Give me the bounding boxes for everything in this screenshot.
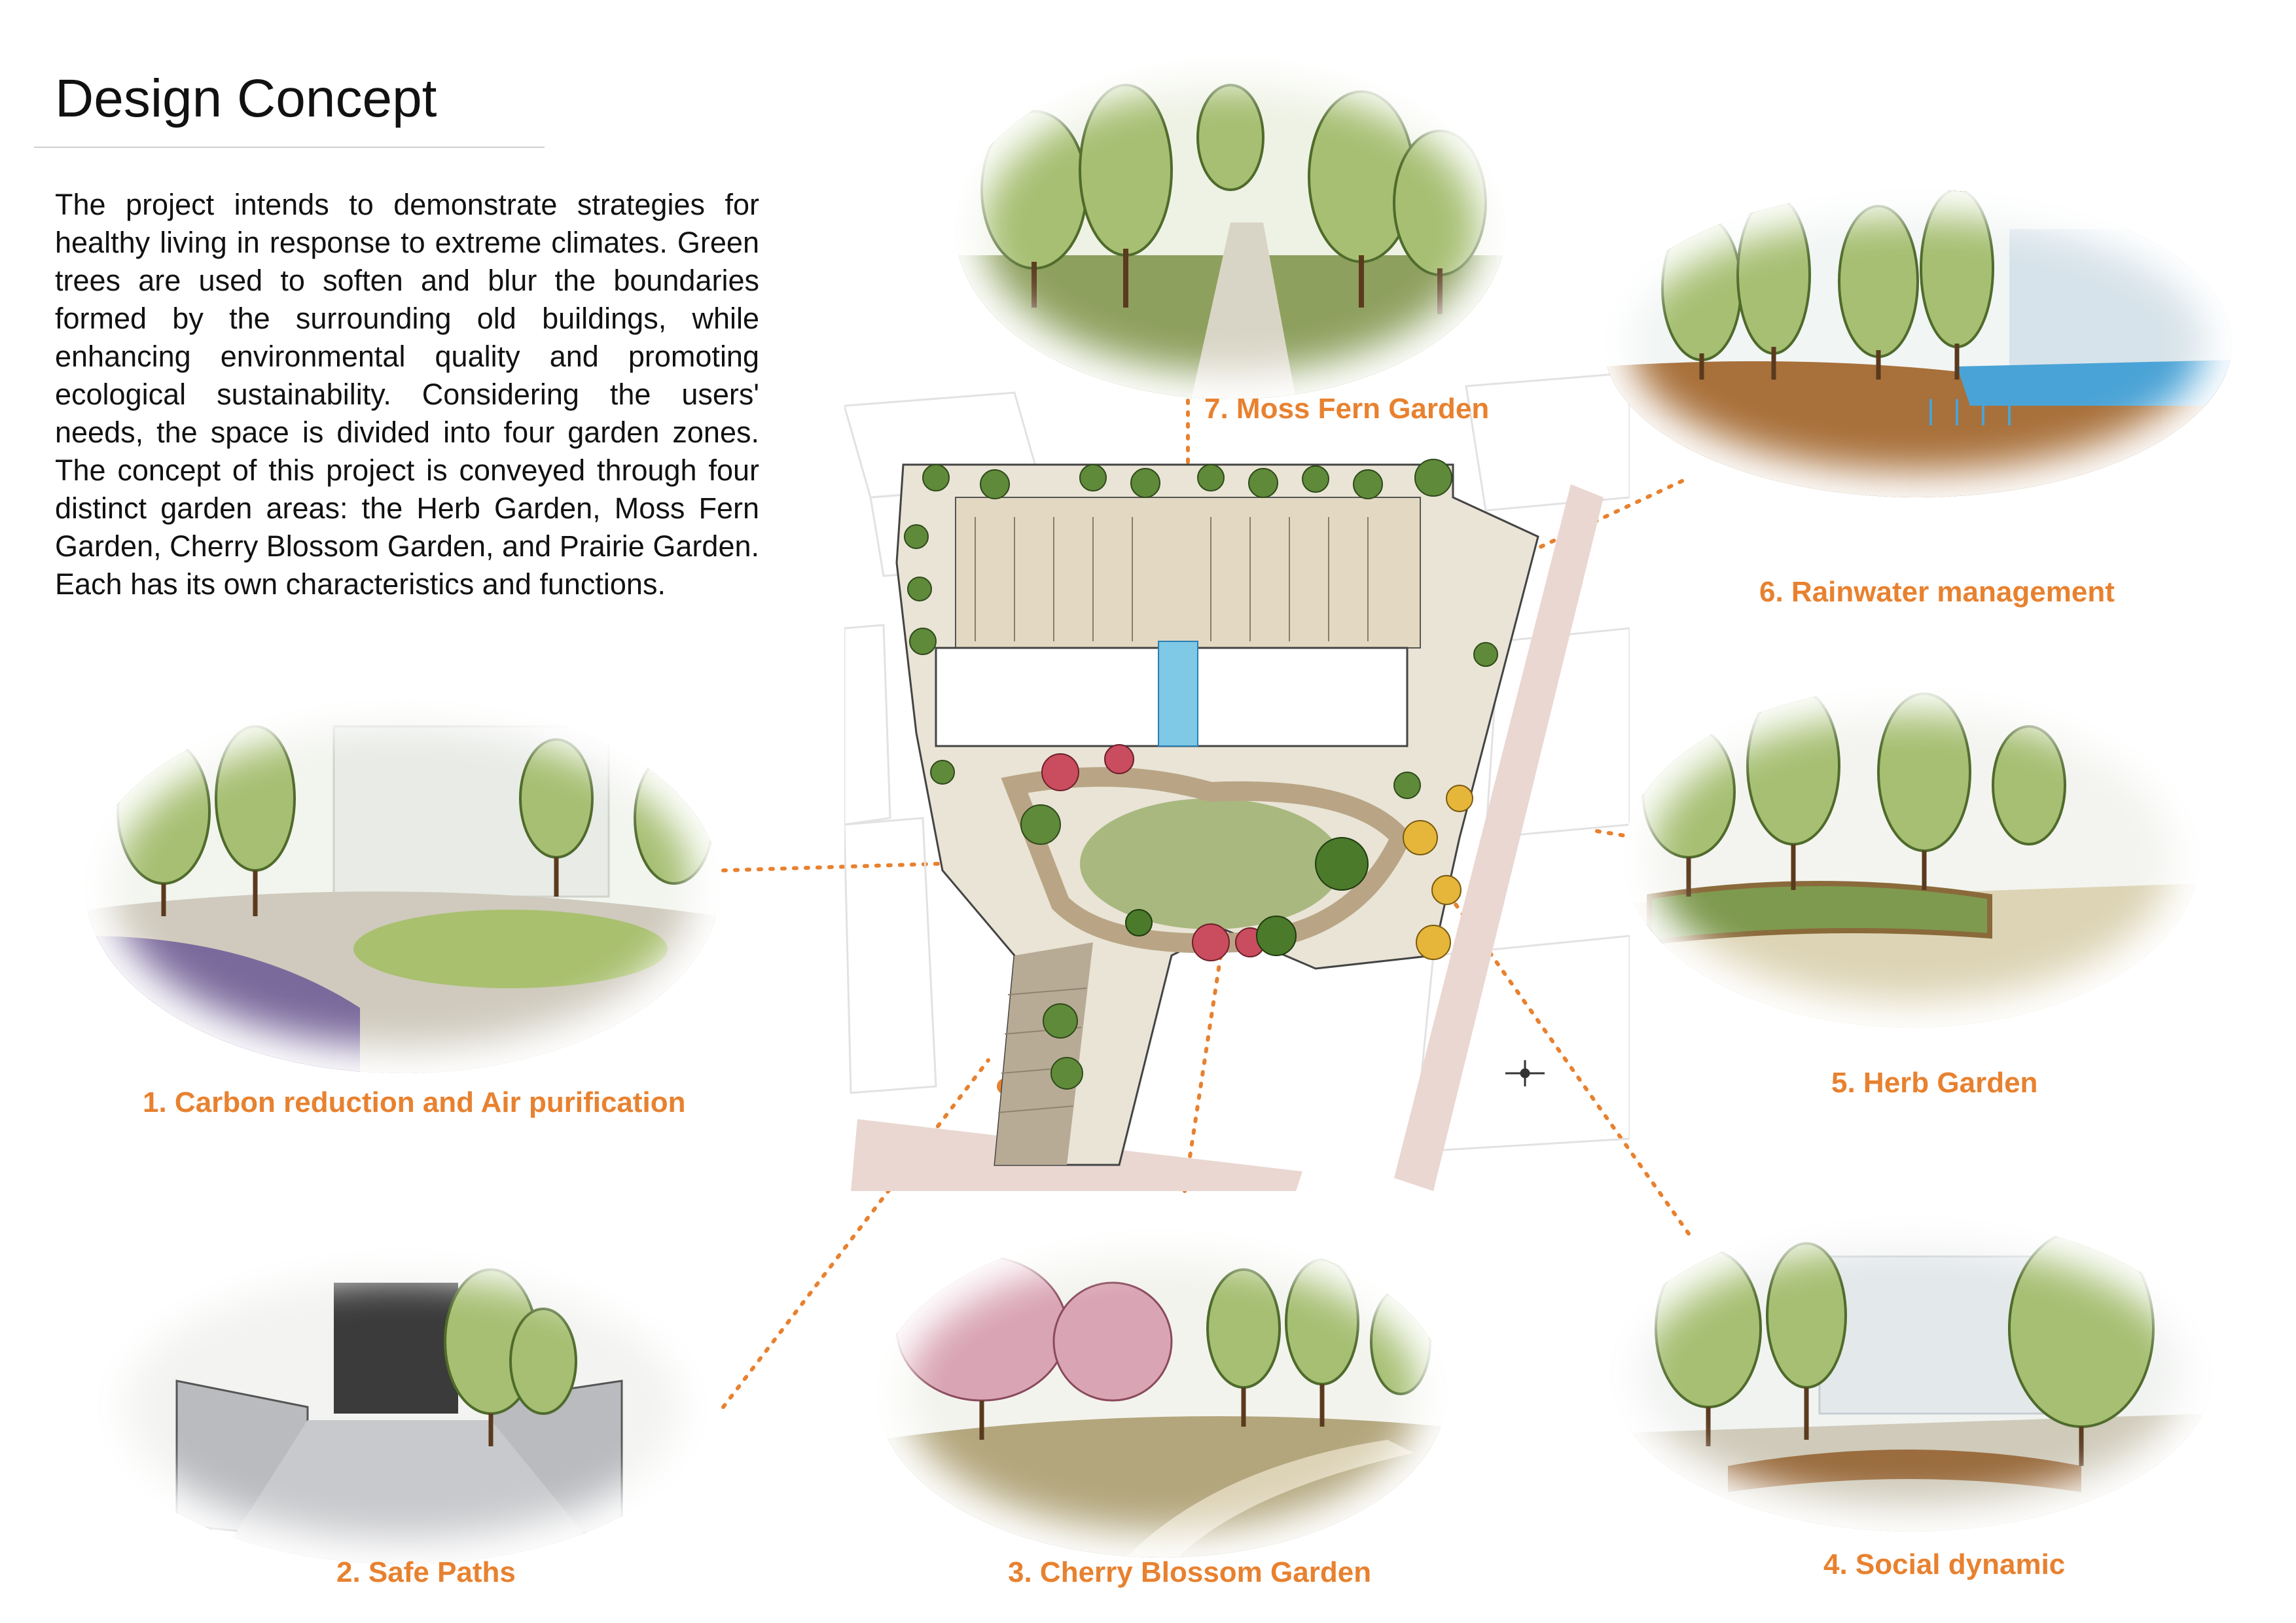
intro-paragraph: The project intends to demonstrate strat… bbox=[55, 188, 759, 601]
social-dynamic-vignette bbox=[1610, 1217, 2212, 1531]
zone-7-label: 7. Moss Fern Garden bbox=[1204, 393, 1490, 425]
cherry-blossom-garden-vignette bbox=[877, 1230, 1446, 1558]
carbon-reduction-vignette bbox=[85, 700, 720, 1073]
moss-fern-garden-vignette bbox=[956, 59, 1505, 399]
zone-3-label: 3. Cherry Blossom Garden bbox=[1008, 1556, 1372, 1588]
title-divider bbox=[34, 147, 545, 148]
zone-4-label: 4. Social dynamic bbox=[1823, 1548, 2066, 1580]
page-title: Design Concept bbox=[55, 69, 437, 128]
safe-paths-vignette bbox=[98, 1250, 707, 1564]
zone-1-label: 1. Carbon reduction and Air purification bbox=[143, 1086, 686, 1118]
zone-2-label: 2. Safe Paths bbox=[336, 1556, 516, 1588]
site-plan bbox=[844, 372, 1630, 1191]
rainwater-management-vignette bbox=[1604, 190, 2232, 497]
herb-garden-vignette bbox=[1623, 687, 2199, 1027]
zone-6-label: 6. Rainwater management bbox=[1759, 576, 2115, 608]
zone-5-label: 5. Herb Garden bbox=[1831, 1067, 2038, 1099]
